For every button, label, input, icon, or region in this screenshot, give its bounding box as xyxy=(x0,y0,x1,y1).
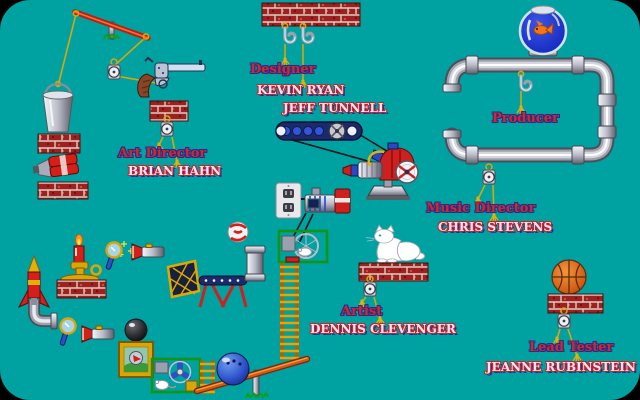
brick-platform xyxy=(261,2,361,27)
brick-platform xyxy=(37,133,81,154)
basketball xyxy=(551,259,587,295)
seesaw-plank xyxy=(193,355,311,399)
revolver xyxy=(137,56,206,98)
artist-role-label: Artist xyxy=(341,304,383,319)
brick-platform xyxy=(547,293,604,314)
trampoline xyxy=(198,275,248,308)
eight-ball xyxy=(124,318,148,342)
fan-cage-with-mouse xyxy=(150,357,202,394)
brick-platform xyxy=(56,279,107,299)
lead-tester-name-1: JEANNE RUBINSTEIN xyxy=(486,360,636,374)
designer-name-1: KEVIN RYAN xyxy=(257,83,345,97)
designer-name-2: JEFF TUNNELL xyxy=(283,101,387,115)
superball xyxy=(227,221,249,243)
brick-platform xyxy=(149,100,189,122)
pipe-frame xyxy=(442,55,617,165)
rocket xyxy=(17,254,58,330)
designer-role-label: Designer xyxy=(250,62,316,77)
conveyor-belt xyxy=(275,121,363,141)
bowling-ball xyxy=(216,352,250,386)
goldfish-icon xyxy=(533,20,554,35)
candle xyxy=(60,234,102,284)
sparkles xyxy=(118,241,134,257)
seesaw xyxy=(72,9,151,41)
engine-on-stand xyxy=(342,142,419,200)
flashlight xyxy=(131,243,165,261)
producer-role-label: Producer xyxy=(492,111,559,126)
dynamite xyxy=(32,153,80,178)
music-director-name-1: CHRIS STEVENS xyxy=(438,220,553,234)
artist-name-1: DENNIS CLEVENGER xyxy=(310,322,456,336)
pulley xyxy=(482,163,496,185)
hanging-hook xyxy=(516,69,533,92)
brick-platform xyxy=(358,262,429,282)
hamster-wheel-cage xyxy=(277,229,329,264)
bucket xyxy=(42,80,74,133)
brick-platform xyxy=(37,181,89,200)
ladder xyxy=(280,263,299,360)
art-director-role-label: Art Director xyxy=(118,146,207,161)
flashlight xyxy=(81,325,115,343)
generator xyxy=(304,187,351,214)
power-outlet xyxy=(275,182,306,219)
magnifying-glass xyxy=(104,241,123,271)
pipe-segment xyxy=(244,245,266,282)
lead-tester-role-label: Lead Tester xyxy=(529,340,614,355)
art-director-name-1: BRIAN HAHN xyxy=(128,164,222,178)
fishbowl-with-goldfish xyxy=(518,5,568,57)
magnifying-glass xyxy=(58,317,77,347)
music-director-role-label: Music Director xyxy=(426,201,536,216)
white-cat xyxy=(365,224,426,263)
tilted-grate xyxy=(166,259,201,299)
picture-frame xyxy=(118,341,154,378)
